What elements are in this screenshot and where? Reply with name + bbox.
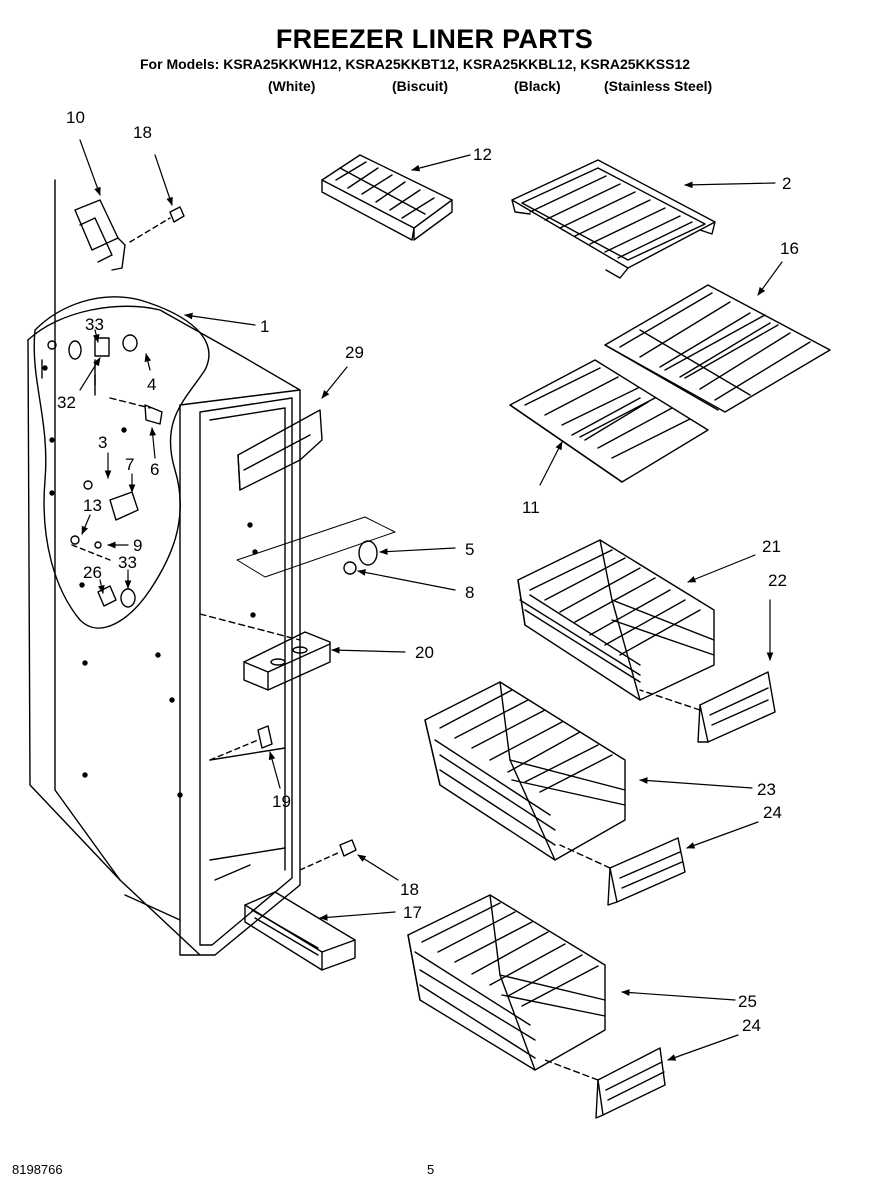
callout-22: 22 [768, 571, 787, 590]
callout-21: 21 [762, 537, 781, 556]
callout-24: 24 [763, 803, 782, 822]
page-number: 5 [427, 1162, 435, 1177]
part-23-basket [424, 681, 626, 861]
variant-biscuit: (Biscuit) [392, 78, 448, 94]
page-title: FREEZER LINER PARTS [275, 24, 594, 54]
callout-1: 1 [260, 317, 269, 336]
callout-12: 12 [473, 145, 492, 164]
part-25-basket [407, 894, 606, 1071]
part-18-screw-bottom [299, 839, 357, 871]
callout-8: 8 [465, 583, 474, 602]
callout-16: 16 [780, 239, 799, 258]
part-22-basket-front [639, 671, 776, 743]
callout-4: 4 [147, 375, 156, 394]
callout-29: 29 [345, 343, 364, 362]
variant-black: (Black) [514, 78, 561, 94]
variant-white: (White) [268, 78, 316, 94]
part-10-bracket [74, 199, 126, 271]
part-24-basket-front-upper [559, 837, 686, 906]
callout-18: 18 [400, 880, 419, 899]
part-12-ice-tray [321, 154, 453, 241]
callout-10: 10 [66, 108, 85, 127]
model-list: For Models: KSRA25KKWH12, KSRA25KKBT12, … [140, 56, 691, 72]
part-5-light-socket [236, 516, 396, 578]
part-21-basket [517, 539, 715, 701]
callout-9: 9 [133, 536, 142, 555]
callout-13: 13 [83, 496, 102, 515]
callout-23: 23 [757, 780, 776, 799]
variant-stainless-steel: (Stainless Steel) [604, 78, 713, 94]
callout-17: 17 [403, 903, 422, 922]
callout-11: 11 [522, 498, 540, 517]
part-19-clip [209, 725, 273, 761]
part-17-grille [244, 891, 356, 971]
callout-32: 32 [57, 393, 76, 412]
part-2-shelf [511, 159, 716, 279]
callout-24: 24 [742, 1016, 761, 1035]
callout-5: 5 [465, 540, 474, 559]
callout-6: 6 [150, 460, 159, 479]
callout-25: 25 [738, 992, 757, 1011]
part-16-wire-shelf [604, 284, 831, 413]
part-18-screw-top [129, 206, 185, 243]
part-11-wire-shelf [509, 359, 709, 483]
callout-2: 2 [782, 174, 791, 193]
callout-33: 33 [118, 553, 137, 572]
freezer-liner [27, 179, 301, 956]
callout-3: 3 [98, 433, 107, 452]
callout-20: 20 [415, 643, 434, 662]
document-number: 8198766 [12, 1162, 63, 1177]
part-20-bracket [199, 613, 331, 691]
callout-26: 26 [83, 563, 102, 582]
callout-33: 33 [85, 315, 104, 334]
leader-lines [79, 139, 783, 1061]
callout-7: 7 [125, 455, 134, 474]
callout-19: 19 [272, 792, 291, 811]
callout-18: 18 [133, 123, 152, 142]
part-24-basket-front-lower [544, 1047, 666, 1119]
part-29-deflector [237, 409, 323, 491]
